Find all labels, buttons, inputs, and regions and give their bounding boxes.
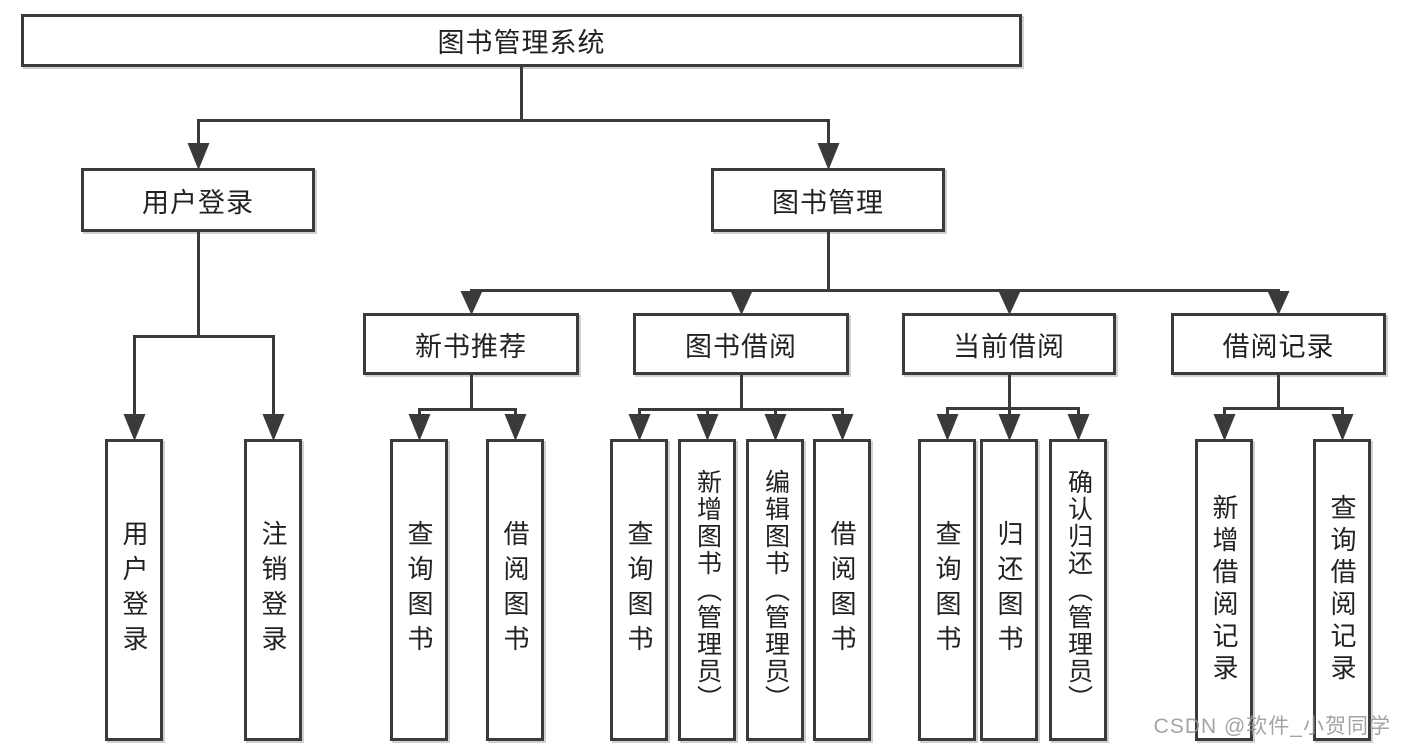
leaf-br-query-record: 查询借阅记录 — [1313, 439, 1371, 741]
node-new-book-recommend: 新书推荐 — [363, 313, 579, 375]
node-label: 用户登录 — [142, 187, 254, 218]
leaf-cb-return-books: 归还图书 — [980, 439, 1038, 741]
node-label: 编辑图书（管理员） — [761, 468, 790, 712]
node-book-borrowing: 图书借阅 — [633, 313, 849, 375]
node-borrowing-records: 借阅记录 — [1171, 313, 1386, 375]
leaf-br-add-record: 新增借阅记录 — [1195, 439, 1253, 741]
node-label: 新书推荐 — [415, 331, 527, 362]
node-label: 注销登录 — [258, 520, 288, 660]
leaf-user-login: 用户登录 — [105, 439, 163, 741]
node-label: 借阅图书 — [827, 520, 857, 660]
leaf-logout: 注销登录 — [244, 439, 302, 741]
node-label: 当前借阅 — [953, 331, 1065, 362]
node-label: 查询图书 — [404, 520, 434, 660]
leaf-cb-confirm-return-admin: 确认归还（管理员） — [1049, 439, 1107, 741]
node-label: 新增借阅记录 — [1209, 494, 1239, 686]
leaf-bb-query-books: 查询图书 — [610, 439, 668, 741]
node-label: 查询图书 — [932, 520, 962, 660]
node-label: 归还图书 — [994, 520, 1024, 660]
node-label: 图书管理系统 — [437, 28, 606, 58]
leaf-cb-query-books: 查询图书 — [918, 439, 976, 741]
leaf-nbr-borrow-books: 借阅图书 — [486, 439, 544, 741]
node-book-management: 图书管理 — [711, 168, 945, 232]
node-label: 查询图书 — [624, 520, 654, 660]
node-user-login-group: 用户登录 — [81, 168, 315, 232]
node-label: 新增图书（管理员） — [693, 468, 722, 712]
node-current-borrowing: 当前借阅 — [902, 313, 1116, 375]
node-root-library-system: 图书管理系统 — [21, 14, 1022, 67]
leaf-bb-add-books-admin: 新增图书（管理员） — [678, 439, 736, 741]
node-label: 图书管理 — [772, 187, 884, 218]
leaf-bb-borrow-books: 借阅图书 — [813, 439, 871, 741]
leaf-nbr-query-books: 查询图书 — [390, 439, 448, 741]
node-label: 借阅图书 — [500, 520, 530, 660]
node-label: 图书借阅 — [685, 331, 797, 362]
node-label: 确认归还（管理员） — [1064, 468, 1093, 712]
csdn-watermark: CSDN @软件_小贺同学 — [1153, 715, 1391, 738]
node-label: 查询借阅记录 — [1327, 494, 1357, 686]
node-label: 借阅记录 — [1222, 331, 1335, 362]
node-label: 用户登录 — [119, 520, 149, 660]
leaf-bb-edit-books-admin: 编辑图书（管理员） — [746, 439, 804, 741]
